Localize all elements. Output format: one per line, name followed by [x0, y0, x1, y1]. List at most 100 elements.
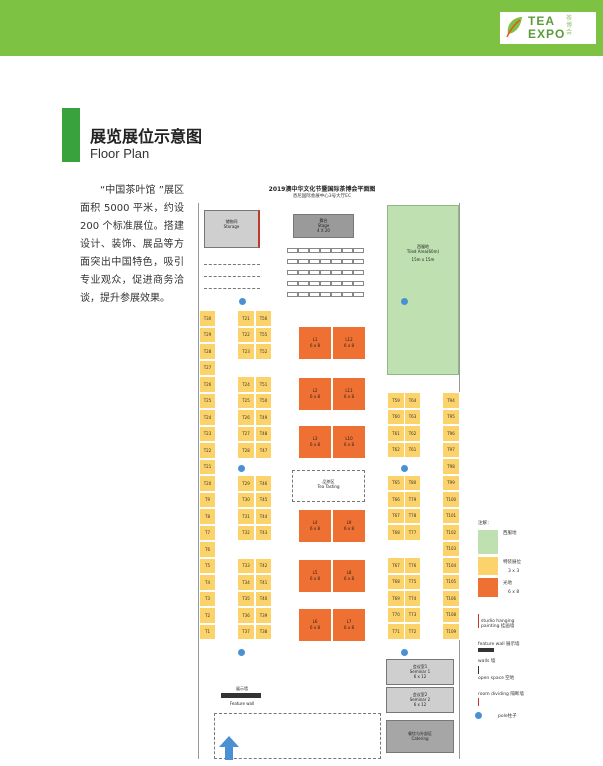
booth: T39: [255, 607, 272, 624]
booth: T74: [404, 590, 421, 607]
catering-room: 餐饮与外部区 Catering: [386, 720, 454, 753]
seminar1-en: Seminar 1: [409, 669, 431, 674]
seating-area: [287, 281, 364, 286]
entrance-area: [214, 713, 381, 759]
space-booth-size: 6 x 8: [310, 526, 320, 531]
booth: T61: [387, 425, 405, 442]
booth: T38: [255, 623, 272, 640]
legend-hanging-line: [478, 614, 479, 628]
booth: T21: [237, 310, 255, 327]
booth: T25: [199, 392, 216, 409]
booth: T62: [404, 425, 421, 442]
booth: T100: [442, 491, 460, 508]
pole: [238, 465, 245, 472]
seminar-room-1: 会议室1 Seminar 1 6 x 12: [386, 659, 454, 685]
storage-cn: 储物间: [225, 219, 238, 224]
space-booth-id: L5: [312, 570, 318, 575]
legend-booth-size: 3 x 3: [508, 569, 520, 574]
legend-walls-line: [478, 666, 479, 674]
legend-pole-icon: [475, 712, 482, 719]
booth: T77: [404, 524, 421, 541]
booth: T97: [442, 441, 460, 458]
booth: T28: [237, 442, 255, 459]
booth: T51: [255, 376, 272, 393]
legend-title: 注解：: [478, 521, 492, 526]
title-accent: [62, 108, 80, 162]
booth: T21: [199, 458, 216, 475]
space-booth-id: L6: [312, 619, 318, 624]
booth: T72: [404, 623, 421, 640]
tiled-size: 15m x 15m: [411, 257, 435, 262]
pole: [401, 298, 408, 305]
dashed-line: [204, 276, 260, 277]
booth: T108: [442, 606, 460, 623]
booth: T34: [237, 574, 255, 591]
space-booth-id: L4: [312, 520, 318, 525]
booth: T109: [442, 623, 460, 640]
seminar2-cn: 会议室2: [412, 692, 428, 697]
legend-walls: walls 墙: [478, 659, 496, 664]
legend-space-size: 6 x 8: [508, 590, 520, 595]
intro-paragraph: “中国茶叶馆 ”展区面积 5000 平米，约设 200 个标准展位。搭建设计、装…: [80, 185, 184, 304]
logo-cn-text: 茶博会: [566, 15, 573, 36]
tea-tasting-cn: 品茶区: [322, 479, 335, 484]
pole: [239, 298, 246, 305]
booth: T95: [442, 408, 460, 425]
feature-wall-cn: 展示墙: [236, 686, 248, 691]
booth: T76: [404, 557, 421, 574]
booth: T9: [199, 491, 216, 508]
tiled-area: 西服地 Tiled Area(60m) 15m x 15m: [387, 205, 459, 375]
booth: T71: [387, 623, 405, 640]
booth: T43: [255, 524, 272, 541]
booth: T62: [387, 441, 405, 458]
legend-space: 光地: [503, 581, 512, 586]
space-booth-size: 6 x 8: [344, 343, 354, 348]
booth: T35: [237, 590, 255, 607]
booth: T68: [387, 524, 405, 541]
pole: [238, 649, 245, 656]
booth: T61: [404, 441, 421, 458]
space-booth-size: 6 x 8: [310, 625, 320, 630]
booth: T67: [387, 557, 405, 574]
booth: T78: [404, 507, 421, 524]
space-booth-size: 6 x 8: [344, 526, 354, 531]
booth: T28: [199, 343, 216, 360]
storage-en: Storage: [223, 224, 240, 229]
tiled-cn: 西服地: [417, 244, 429, 249]
booth: T45: [255, 491, 272, 508]
space-booth-id: L7: [346, 619, 352, 624]
space-booth-size: 6 x 8: [344, 625, 354, 630]
booth: T23: [237, 343, 255, 360]
booth: T96: [442, 425, 460, 442]
legend-drop: room dividing 隔断墙: [478, 692, 524, 697]
space-booth-id: L12: [345, 337, 353, 342]
stage: 舞台 Stage 4 X 20: [293, 214, 354, 238]
pole: [401, 649, 408, 656]
logo-expo-text: EXPO: [528, 27, 566, 41]
booth: T66: [387, 491, 405, 508]
seating-area: [287, 259, 364, 264]
booth: T7: [199, 524, 216, 541]
dashed-line: [204, 288, 260, 289]
booth: T102: [442, 524, 460, 541]
booth: T2: [199, 607, 216, 624]
booth: T105: [442, 573, 460, 590]
booth: T31: [237, 508, 255, 525]
booth: T4: [199, 574, 216, 591]
booth: T68: [387, 573, 405, 590]
booth: T24: [199, 409, 216, 426]
seating-area: [287, 270, 364, 275]
booth: T23: [199, 425, 216, 442]
booth: T48: [255, 425, 272, 442]
space-booth-id: L10: [345, 436, 353, 441]
booth: T29: [237, 475, 255, 492]
booth: T22: [199, 442, 216, 459]
booth: T5: [199, 557, 216, 574]
booth: T79: [404, 491, 421, 508]
plan-title: 2019澳中华文化节暨国际茶博会平面图: [268, 186, 376, 193]
booth: T6: [199, 541, 216, 558]
legend-swatch-booth: [478, 557, 498, 575]
